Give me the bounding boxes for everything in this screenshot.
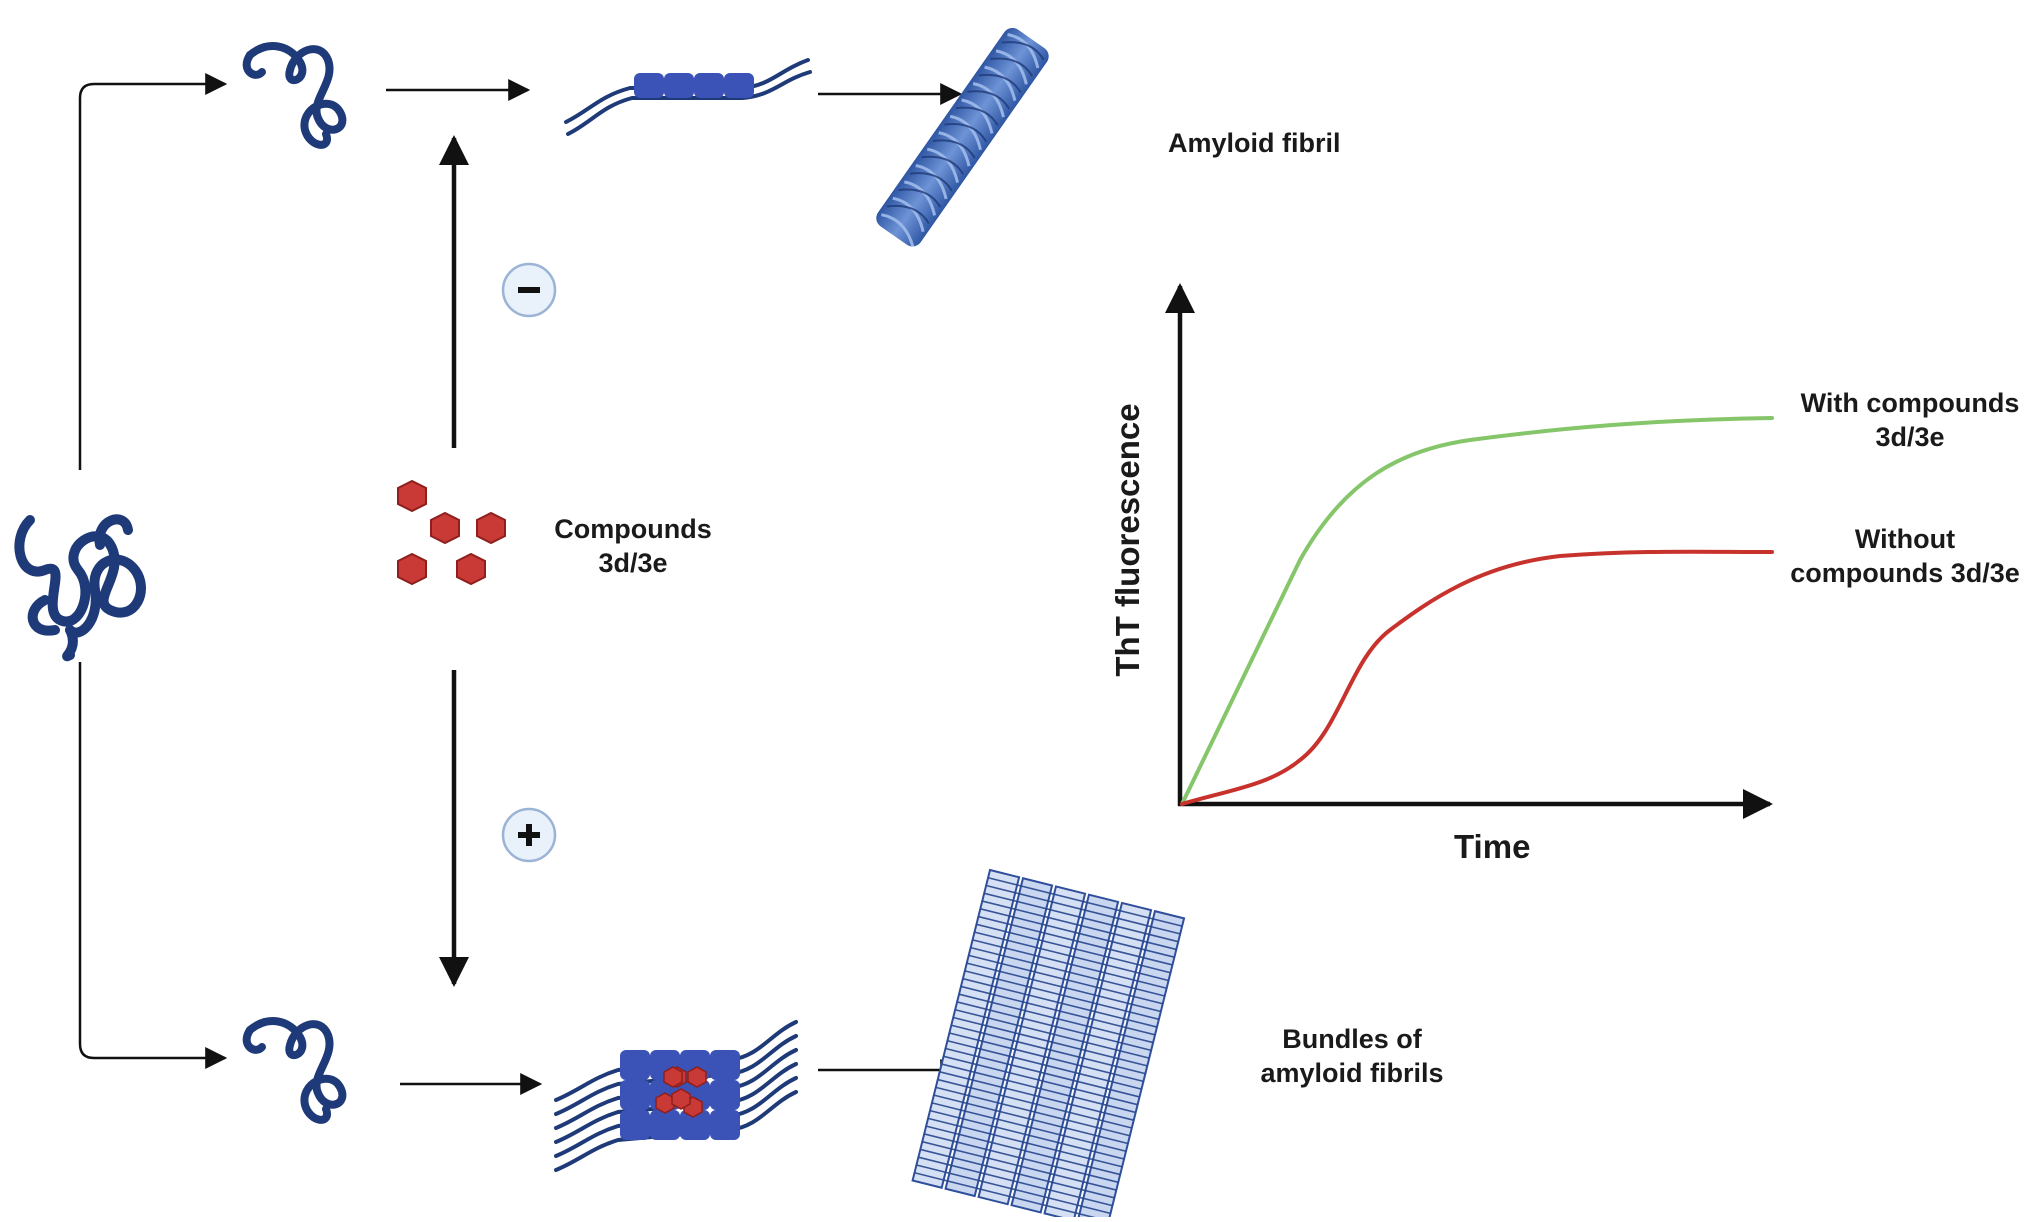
chart-lines	[1180, 416, 1774, 806]
inhibit-sign-icon	[501, 262, 557, 318]
oligomer-bundle-icon	[554, 1020, 798, 1172]
fibril-bundles-icon	[911, 868, 1186, 1222]
unfolded-monomer-bottom-icon	[242, 1017, 347, 1124]
curve-without-compounds	[1180, 549, 1774, 806]
compounds-icon	[397, 479, 506, 586]
bundles-label-line1: Bundles of	[1282, 1024, 1422, 1054]
compounds-label-line1: Compounds	[554, 514, 712, 544]
series-with-line1: With compounds	[1800, 388, 2020, 418]
series-with-line2: 3d/3e	[1875, 422, 1945, 452]
curve-with-compounds	[1180, 416, 1774, 806]
unfolded-monomer-top-icon	[242, 42, 347, 149]
series-label-without-compounds: Without compounds 3d/3e	[1780, 522, 2030, 590]
compounds-label: Compounds 3d/3e	[548, 512, 718, 580]
amyloid-fibril-icon	[876, 27, 1049, 247]
native-protein-icon	[14, 514, 146, 662]
series-without-line2: compounds 3d/3e	[1790, 558, 2020, 588]
y-axis-title: ThT fluorescence	[1109, 403, 1146, 677]
oligomer-top-icon	[564, 58, 812, 136]
bundles-label: Bundles of amyloid fibrils	[1252, 1022, 1452, 1090]
series-without-line1: Without	[1854, 524, 1956, 554]
amyloid-fibril-label: Amyloid fibril	[1168, 128, 1341, 158]
series-label-with-compounds: With compounds 3d/3e	[1790, 386, 2030, 454]
promote-sign-icon	[501, 807, 557, 863]
branch-arrow-top	[78, 73, 228, 470]
x-axis-title: Time	[1454, 828, 1531, 865]
compounds-label-line2: 3d/3e	[598, 548, 668, 578]
branch-arrow-bottom	[78, 662, 228, 1069]
bundles-label-line2: amyloid fibrils	[1260, 1058, 1444, 1088]
